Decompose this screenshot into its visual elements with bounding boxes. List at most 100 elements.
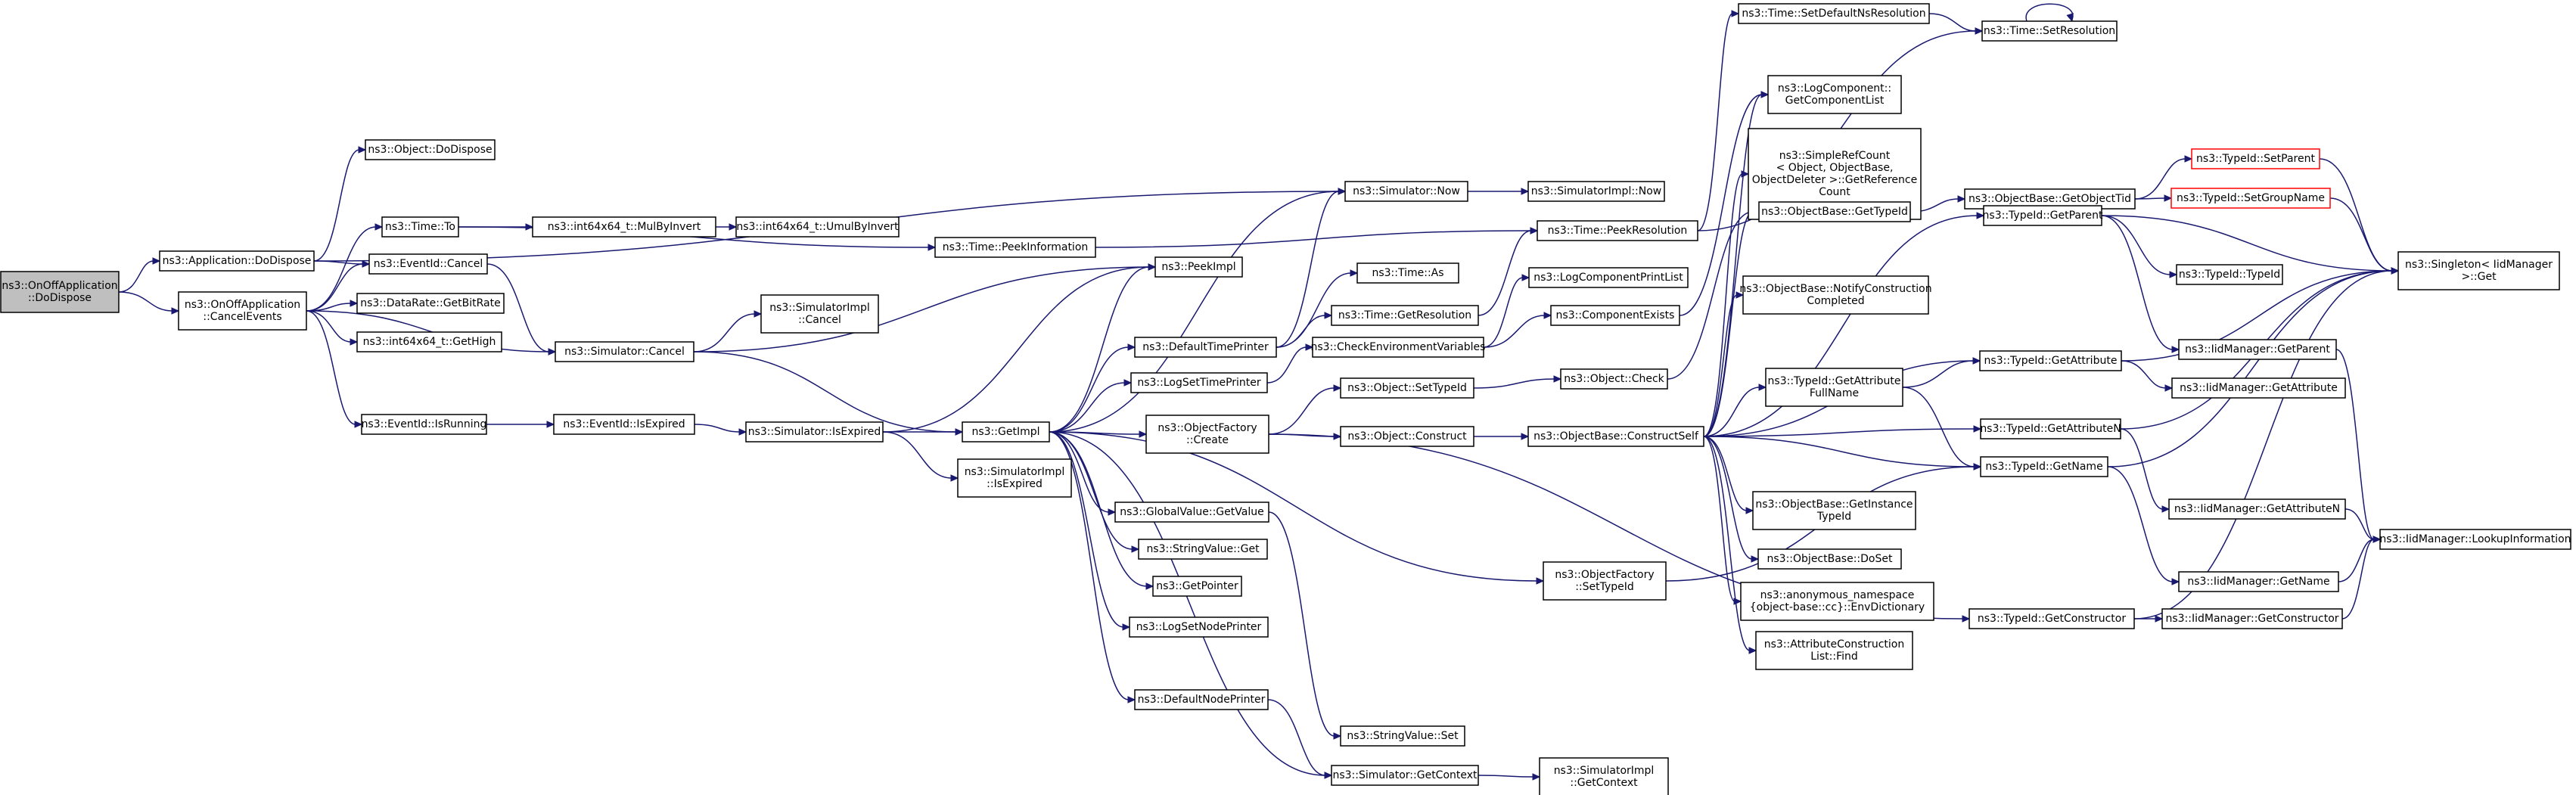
node-simNow[interactable]: ns3::Simulator::Now [1344,181,1468,202]
node-peekImpl[interactable]: ns3::PeekImpl [1154,256,1243,278]
node-umulByInvert[interactable]: ns3::int64x64_t::UmulByInvert [735,216,900,238]
node-getPointer[interactable]: ns3::GetPointer [1152,576,1242,597]
node-box [555,341,694,362]
node-constructSelf[interactable]: ns3::ObjectBase::ConstructSelf [1527,426,1704,447]
node-ofSetTid[interactable]: ns3::ObjectFactory::SetTypeId [1543,561,1667,601]
node-timeTo[interactable]: ns3::Time::To [381,216,459,238]
node-simCtx[interactable]: ns3::Simulator::GetContext [1331,765,1479,786]
node-timeSetRes[interactable]: ns3::Time::SetResolution [1981,20,2118,42]
edge-arrowhead [1338,188,1347,195]
node-objCheck[interactable]: ns3::Object::Check [1560,368,1668,390]
node-defNodePrinter[interactable]: ns3::DefaultNodePrinter [1134,689,1269,710]
node-logCompPrint[interactable]: ns3::LogComponentPrintList [1528,267,1689,288]
node-objFactCreate[interactable]: ns3::ObjectFactory::Create [1145,415,1269,454]
node-simImplCancel[interactable]: ns3::SimulatorImpl::Cancel [760,294,879,334]
node-label-line: FullName [1810,387,1859,399]
edge-arrowhead [1333,732,1342,740]
edge-arrowhead [548,348,557,356]
node-simImplCtx[interactable]: ns3::SimulatorImpl::GetContext [1539,757,1669,795]
node-box [760,294,879,334]
node-timeAs[interactable]: ns3::Time::As [1356,262,1459,284]
node-lookupInfo[interactable]: ns3::IidManager::LookupInformation [2379,529,2571,550]
node-setDefNs[interactable]: ns3::Time::SetDefaultNsResolution [1738,3,1930,24]
node-iidGetAttr[interactable]: ns3::IidManager::GetAttribute [2171,377,2346,399]
node-tidGetCtor[interactable]: ns3::TypeId::GetConstructor [1969,608,2135,629]
edge-arrowhead [2161,505,2170,513]
node-tidTypeId[interactable]: ns3::TypeId::TypeId [2176,264,2283,285]
node-notifyConstr[interactable]: ns3::ObjectBase::NotifyConstructionCompl… [1739,275,1932,315]
node-tidSetGroup[interactable]: ns3::TypeId::SetGroupName [2170,188,2331,209]
node-anonEnv[interactable]: ns3::anonymous_namespace{object-base::cc… [1740,582,1934,621]
node-getHigh[interactable]: ns3::int64x64_t::GetHigh [356,331,502,352]
node-iidGetCtor[interactable]: ns3::IidManager::GetConstructor [2161,608,2343,629]
node-label-line: < Object, ObjectBase, [1776,162,1894,174]
node-getImpl[interactable]: ns3::GetImpl [962,421,1050,443]
node-objConstruct[interactable]: ns3::Object::Construct [1340,426,1474,447]
node-box [745,421,884,443]
node-logSetNode[interactable]: ns3::LogSetNodePrinter [1129,616,1269,638]
node-tidGetParent[interactable]: ns3::TypeId::GetParent [1983,205,2103,226]
edge-getRes-to-peekRes [1478,227,1539,316]
edge-constructSelf-to-attrFind [1703,436,1757,654]
edge-arrowhead [1521,274,1530,281]
node-box [2379,529,2571,550]
node-appDispose[interactable]: ns3::Application::DoDispose [159,250,315,272]
node-iidGetAttrN[interactable]: ns3::IidManager::GetAttributeN [2168,498,2346,520]
node-tidGetAttrN[interactable]: ns3::TypeId::GetAttributeN [1980,418,2121,439]
node-logSetTime[interactable]: ns3::LogSetTimePrinter [1130,372,1268,393]
node-evExpired[interactable]: ns3::EventId::IsExpired [553,414,695,435]
node-logCompList[interactable]: ns3::LogComponent::GetComponentList [1767,75,1902,114]
node-checkEnv[interactable]: ns3::CheckEnvironmentVariables [1311,337,1486,358]
node-box [1755,631,1913,670]
node-simExpired[interactable]: ns3::Simulator::IsExpired [745,421,884,443]
node-singleton[interactable]: ns3::Singleton< IidManager>::Get [2397,251,2560,290]
node-tidGetAttr[interactable]: ns3::TypeId::GetAttribute [1979,350,2122,371]
node-box [553,414,695,435]
edge-arrowhead [546,421,555,428]
node-label-line: ns3::Time::PeekInformation [943,241,1089,253]
node-label-line: ns3::TypeId::GetName [1985,461,2102,473]
node-simImplExpired[interactable]: ns3::SimulatorImpl::IsExpired [957,458,1072,498]
node-root[interactable]: ns3::OnOffApplication::DoDispose [0,271,120,313]
node-box [1145,415,1269,454]
node-obGetTid[interactable]: ns3::ObjectBase::GetTypeId [1758,201,1911,222]
node-box [1740,582,1934,621]
edge-arrowhead [358,146,367,154]
node-peekRes[interactable]: ns3::Time::PeekResolution [1537,220,1698,241]
node-label-line: ns3::PeekImpl [1161,261,1235,273]
node-cancelEvents[interactable]: ns3::OnOffApplication::CancelEvents [178,291,307,331]
node-bitRate[interactable]: ns3::DataRate::GetBitRate [356,293,505,314]
node-box [1757,548,1902,570]
edge-objConstruct-to-constructSelf [1474,433,1530,440]
node-box [1543,561,1667,601]
node-simCancel[interactable]: ns3::Simulator::Cancel [555,341,694,362]
node-evCancel[interactable]: ns3::EventId::Cancel [368,253,488,275]
edge-arrowhead [1521,433,1530,440]
node-simImplNow[interactable]: ns3::SimulatorImpl::Now [1527,181,1665,202]
node-obGetObjTid[interactable]: ns3::ObjectBase::GetObjectTid [1964,188,2136,210]
node-label-line: ns3::CheckEnvironmentVariables [1311,341,1486,353]
node-box [1340,426,1474,447]
node-compExists[interactable]: ns3::ComponentExists [1550,305,1680,326]
node-obDoSet[interactable]: ns3::ObjectBase::DoSet [1757,548,1902,570]
node-svGet[interactable]: ns3::StringValue::Get [1138,539,1268,560]
node-iidGetParent[interactable]: ns3::IidManager::GetParent [2178,339,2337,360]
node-objSetTid[interactable]: ns3::Object::SetTypeId [1340,377,1474,399]
node-tidSetParent[interactable]: ns3::TypeId::SetParent [2191,148,2320,169]
node-tidGetName[interactable]: ns3::TypeId::GetName [1980,456,2108,477]
node-objDispose[interactable]: ns3::Object::DoDispose [365,139,496,160]
node-iidGetName[interactable]: ns3::IidManager::GetName [2178,571,2339,592]
edge-mulByInvert-to-umulByInvert [715,223,738,231]
node-peekInfo[interactable]: ns3::Time::PeekInformation [934,237,1096,258]
node-evRunning[interactable]: ns3::EventId::IsRunning [361,414,487,435]
edge-simCtx-to-simImplCtx [1478,773,1541,781]
node-label-line: Count [1819,186,1850,198]
node-mulByInvert[interactable]: ns3::int64x64_t::MulByInvert [532,216,716,238]
node-defTimePrinter[interactable]: ns3::DefaultTimePrinter [1134,337,1277,358]
node-getRes[interactable]: ns3::Time::GetResolution [1331,305,1479,326]
node-svSet[interactable]: ns3::StringValue::Set [1340,725,1465,747]
node-gvGetValue[interactable]: ns3::GlobalValue::GetValue [1114,502,1269,523]
